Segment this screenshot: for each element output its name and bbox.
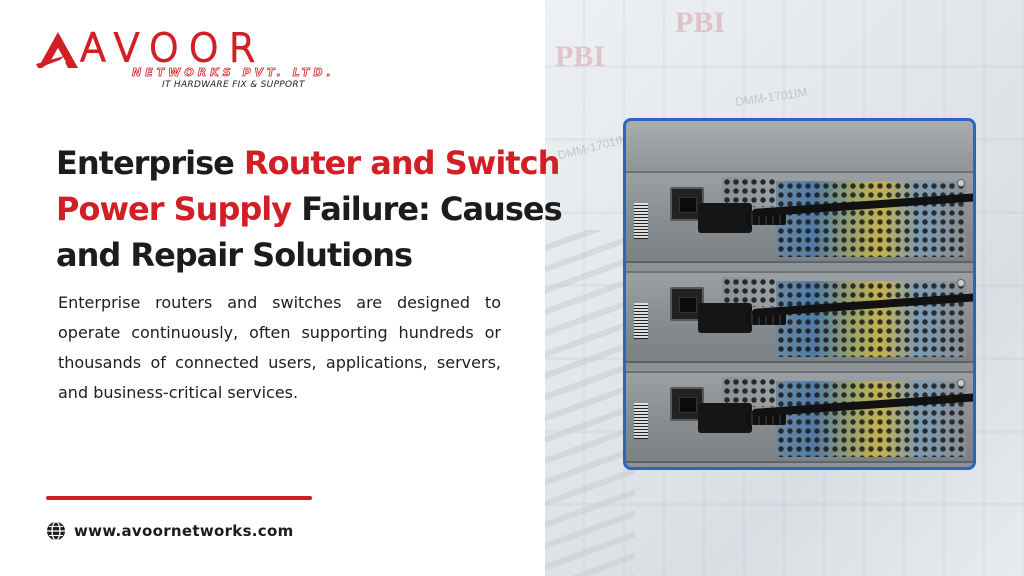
background-decor: PBI bbox=[675, 6, 726, 39]
intro-paragraph: Enterprise routers and switches are desi… bbox=[58, 293, 501, 402]
power-plug bbox=[698, 203, 786, 233]
power-supply-photo bbox=[623, 118, 976, 470]
website-url: www.avoornetworks.com bbox=[74, 522, 294, 540]
vent-mesh bbox=[722, 277, 778, 307]
headline-highlight: Router and Switch Power Supply bbox=[56, 144, 560, 228]
background-cables bbox=[545, 230, 635, 576]
background-decor: DMM-1701IM bbox=[734, 85, 809, 109]
background-decor: PBI bbox=[555, 40, 606, 73]
power-plug bbox=[698, 303, 786, 333]
headline-part-1: Enterprise bbox=[56, 144, 244, 182]
psu-module-2 bbox=[626, 271, 973, 363]
red-divider bbox=[46, 496, 312, 500]
psu-module-3 bbox=[626, 371, 973, 463]
barcode-label bbox=[634, 303, 648, 339]
logo-tagline: IT HARDWARE FIX & SUPPORT bbox=[162, 80, 305, 90]
vent-mesh bbox=[776, 281, 966, 357]
avoor-logo-mark-icon bbox=[36, 32, 78, 68]
barcode-label bbox=[634, 203, 648, 239]
page-headline: Enterprise Router and Switch Power Suppl… bbox=[56, 140, 576, 278]
company-logo[interactable]: AVOOR NETWORKS PVT. LTD. IT HARDWARE FIX… bbox=[36, 26, 336, 92]
vent-mesh bbox=[776, 381, 966, 457]
photo-chassis-top bbox=[626, 121, 973, 173]
barcode-label bbox=[634, 403, 648, 439]
website-link[interactable]: www.avoornetworks.com bbox=[46, 520, 294, 542]
power-switch-icon bbox=[670, 187, 704, 221]
screw-icon bbox=[957, 179, 965, 187]
logo-brand-text: AVOOR bbox=[79, 26, 266, 70]
power-plug bbox=[698, 403, 786, 433]
globe-icon bbox=[47, 521, 65, 541]
vent-mesh bbox=[722, 177, 778, 207]
vent-mesh bbox=[776, 181, 966, 257]
screw-icon bbox=[957, 379, 965, 387]
headline-part-3: Failure: Causes and Repair Solutions bbox=[56, 190, 563, 274]
psu-module-1 bbox=[626, 171, 973, 263]
vent-mesh bbox=[722, 377, 778, 407]
logo-company-text: NETWORKS PVT. LTD. bbox=[132, 66, 335, 80]
screw-icon bbox=[957, 279, 965, 287]
